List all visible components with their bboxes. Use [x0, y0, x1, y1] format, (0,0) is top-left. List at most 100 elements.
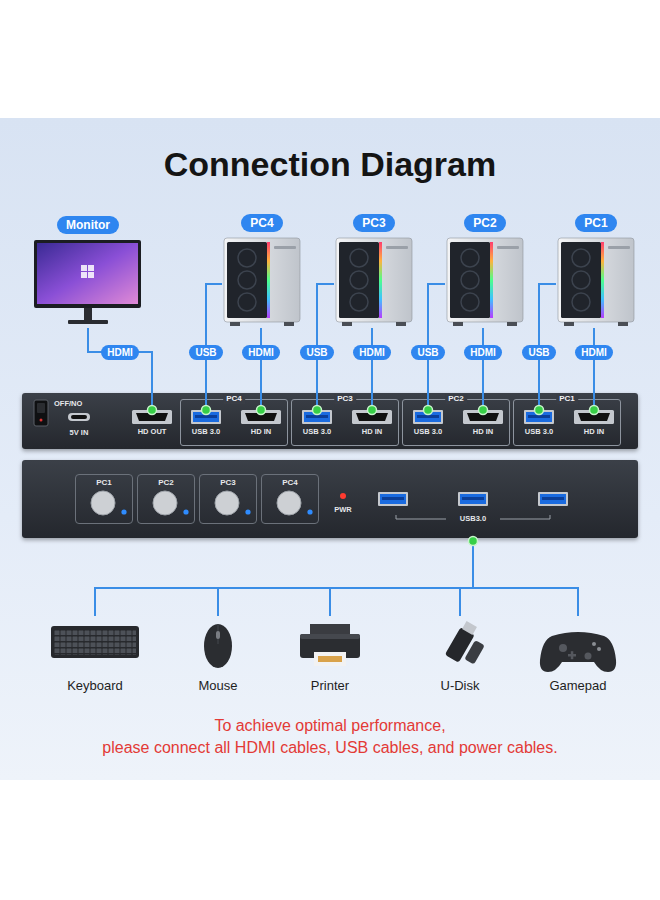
- button-label: PC1: [96, 478, 112, 487]
- front-panel-parts-part: [121, 509, 126, 514]
- cable-label: HDMI: [101, 345, 139, 360]
- gamepad-icon: [540, 632, 616, 672]
- port-label: USB3.0: [460, 514, 486, 524]
- front-panel-parts-part: [538, 492, 568, 506]
- front-panel-parts-part: [458, 492, 488, 506]
- rear-panel-parts-part: [71, 415, 87, 419]
- device-label: Mouse: [198, 678, 237, 694]
- keyboard-icon-part: [54, 629, 136, 655]
- port-label: HD OUT: [138, 427, 167, 436]
- keyboard-icon: [51, 626, 139, 658]
- printer-icon: [300, 624, 360, 666]
- cable-label: HDMI: [575, 345, 613, 360]
- connection-dot: [148, 406, 157, 415]
- group-label: PC3: [334, 394, 356, 404]
- port-label: USB 3.0: [192, 427, 220, 436]
- gamepad-icon-part: [585, 653, 592, 660]
- connection-dot: [535, 406, 544, 415]
- connection-dot: [313, 406, 322, 415]
- printer-icon-part: [300, 634, 360, 639]
- pc-tower-figures-part: [224, 238, 300, 326]
- device-label: U-Disk: [441, 678, 480, 694]
- gamepad-icon-part: [559, 644, 567, 652]
- device-label: Keyboard: [67, 678, 123, 694]
- note-text: please connect all HDMI cables, USB cabl…: [0, 738, 660, 758]
- u-disk-icon: [445, 620, 491, 670]
- panel-label: PWR: [334, 505, 352, 514]
- cable-label: USB: [189, 345, 222, 360]
- panel-label: 5V IN: [70, 428, 89, 437]
- device-label: Gamepad: [549, 678, 606, 694]
- cable-line: [482, 328, 484, 408]
- cable-line: [460, 538, 473, 616]
- cable-label: HDMI: [353, 345, 391, 360]
- front-panel-parts-part: [183, 509, 188, 514]
- front-panel-parts-part: [215, 491, 239, 515]
- port-label: HD IN: [251, 427, 271, 436]
- name-pill: PC1: [575, 214, 616, 232]
- cable-line: [593, 328, 595, 408]
- gamepad-icon-part: [597, 647, 601, 651]
- port-label: HD IN: [362, 427, 382, 436]
- keyboard-icon-part: [51, 626, 139, 658]
- monitor-figure-part: [81, 272, 87, 278]
- monitor-figure-part: [84, 308, 92, 321]
- port-label: USB 3.0: [525, 427, 553, 436]
- printer-icon-part: [318, 656, 342, 662]
- connection-dot: [368, 406, 377, 415]
- diagram-title: Connection Diagram: [0, 143, 660, 185]
- gamepad-icon-part: [592, 642, 596, 646]
- monitor-figure-part: [88, 265, 94, 271]
- port-label: USB 3.0: [414, 427, 442, 436]
- group-label: PC4: [223, 394, 245, 404]
- pc-tower-figures-part: [447, 238, 523, 326]
- front-panel-parts-part: [91, 491, 115, 515]
- cable-line: [330, 538, 473, 616]
- group-label: PC2: [445, 394, 467, 404]
- front-panel-parts-part: [340, 493, 346, 499]
- front-panel-parts-part: [378, 492, 408, 506]
- port-label: HD IN: [473, 427, 493, 436]
- gamepad-icon-part: [571, 651, 574, 659]
- rear-panel-parts-part: [68, 413, 90, 421]
- rear-panel-parts-part: [37, 403, 45, 413]
- cable-label: HDMI: [464, 345, 502, 360]
- cable-line: [473, 538, 578, 616]
- name-pill: PC4: [241, 214, 282, 232]
- pc-tower-figures-part: [558, 238, 634, 326]
- cable-label: USB: [411, 345, 444, 360]
- cable-line: [95, 538, 473, 616]
- cable-line: [371, 328, 373, 408]
- button-label: PC2: [158, 478, 174, 487]
- connection-dot: [469, 537, 478, 546]
- connection-dot: [202, 406, 211, 415]
- button-label: PC3: [220, 478, 236, 487]
- rear-panel-parts-part: [34, 400, 48, 426]
- monitor-figure: [34, 240, 141, 324]
- front-panel-parts-part: [153, 491, 177, 515]
- name-pill: PC2: [464, 214, 505, 232]
- monitor-figure-part: [37, 243, 138, 304]
- monitor-figure-part: [81, 265, 87, 271]
- monitor-figure-part: [34, 240, 141, 308]
- connection-dot: [590, 406, 599, 415]
- name-pill: Monitor: [57, 216, 119, 234]
- mouse-icon-part: [216, 631, 220, 639]
- gamepad-icon-part: [540, 632, 616, 672]
- u-disk-icon-part: [462, 621, 477, 635]
- note-text: To achieve optimal performance,: [0, 716, 660, 736]
- front-panel-parts-part: [245, 509, 250, 514]
- cable-line: [218, 538, 473, 616]
- cable-label: HDMI: [242, 345, 280, 360]
- cable-label: USB: [522, 345, 555, 360]
- panel-label: OFF/NO: [54, 399, 82, 408]
- button-label: PC4: [282, 478, 298, 487]
- pc-tower-figures-part: [336, 238, 412, 326]
- printer-icon-part: [314, 652, 346, 666]
- connection-dot: [424, 406, 433, 415]
- connection-dot: [479, 406, 488, 415]
- port-label: USB 3.0: [303, 427, 331, 436]
